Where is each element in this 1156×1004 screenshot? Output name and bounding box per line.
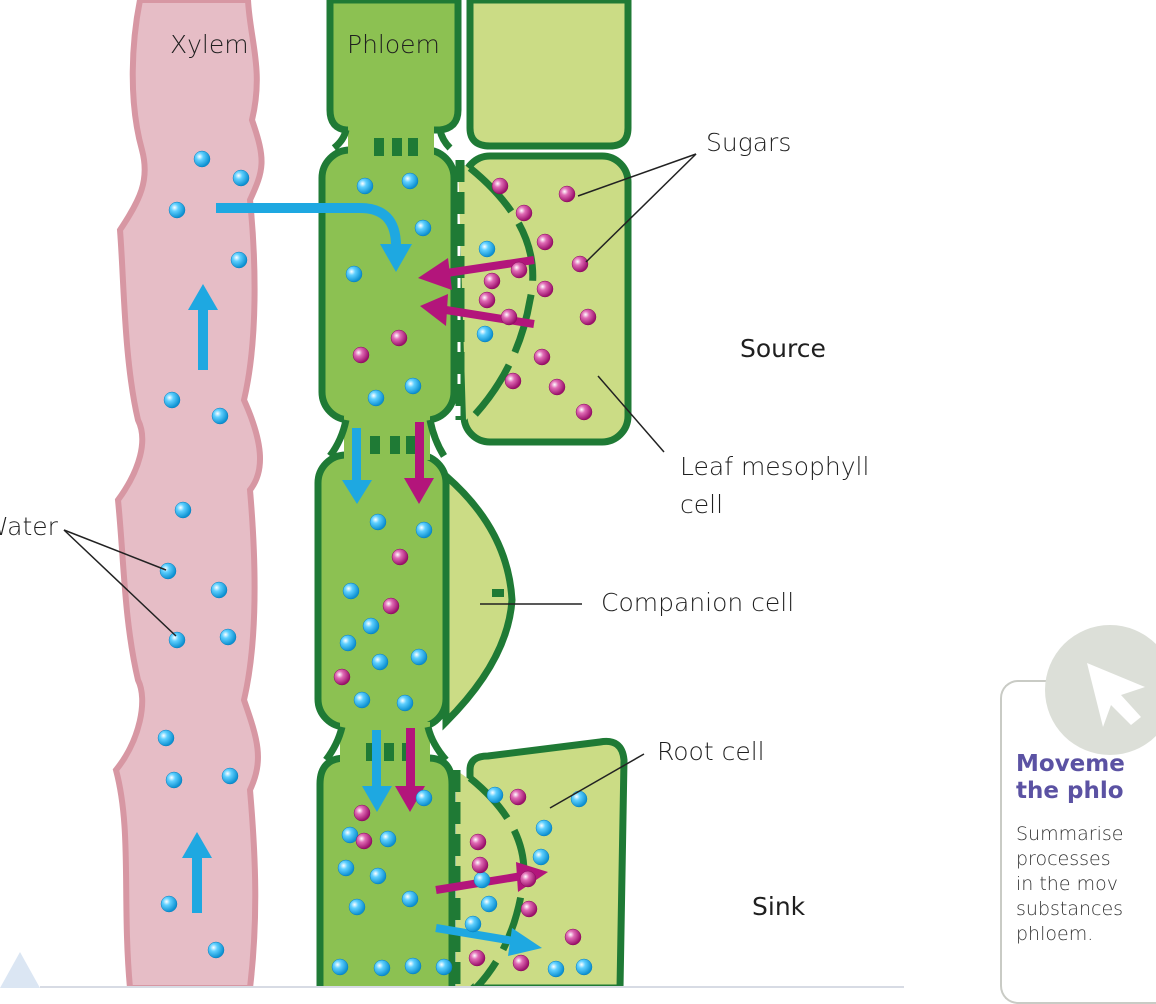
companion-cell-label: Companion cell [601, 588, 795, 617]
water-arrows [182, 203, 542, 956]
card-body-line: substances [1016, 898, 1124, 920]
leaf-mesophyll-label-line2: cell [680, 490, 724, 519]
xylem-label: Xylem [170, 30, 249, 59]
card-body: Summarise processes in the mov substance… [1016, 822, 1156, 947]
water-molecules [157, 150, 593, 978]
sugar-molecules [333, 177, 597, 972]
bottom-divider [40, 986, 904, 988]
companion-cell-middle [442, 468, 516, 731]
card-body-line: Summarise [1016, 823, 1124, 845]
leader-lines [63, 153, 697, 809]
phloem-segment-middle [314, 451, 450, 731]
xylem-vessel [112, 0, 265, 988]
sink-label: Sink [752, 892, 806, 921]
leaf-mesophyll-label-line1: Leaf mesophyll [680, 452, 870, 481]
phloem-segment-source [318, 146, 458, 424]
card-title: Moveme the phlo [1016, 751, 1125, 805]
card-body-line: processes [1016, 848, 1111, 870]
upper-leaf-cell [466, 0, 632, 150]
card-body-line: in the mov [1016, 873, 1118, 895]
source-label: Source [740, 334, 826, 363]
sugars-label: Sugars [706, 128, 792, 157]
phloem-label: Phloem [347, 30, 440, 59]
card-title-line: the phlo [1016, 778, 1124, 804]
water-label: Water [0, 512, 58, 541]
root-cell-label: Root cell [657, 737, 765, 766]
cursor-arrow-icon[interactable] [1045, 625, 1156, 755]
card-title-line: Moveme [1016, 751, 1125, 777]
card-body-line: phloem. [1016, 923, 1094, 945]
phloem-top-segment [326, 0, 462, 134]
corner-triangle [0, 952, 40, 988]
cursor-arrow-icon-glyph [1087, 663, 1145, 727]
companion-cell-upper [458, 160, 530, 420]
